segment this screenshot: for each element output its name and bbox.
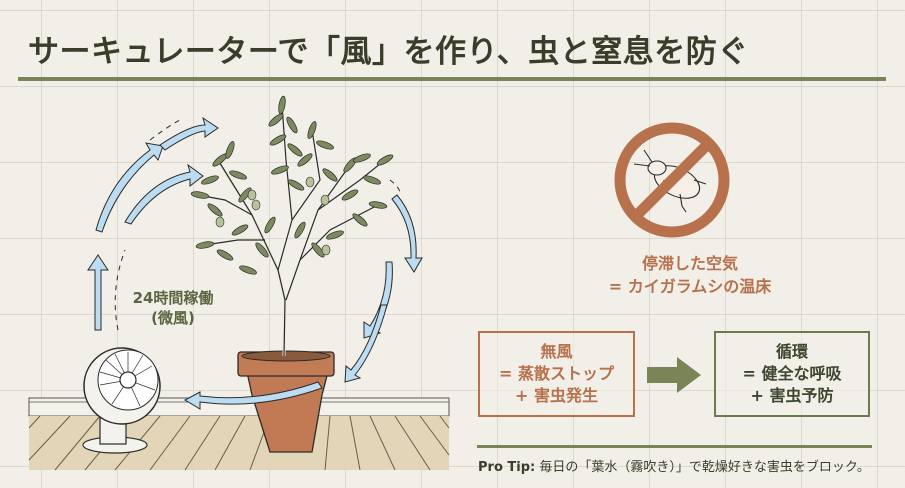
pro-tip-label: Pro Tip: (478, 460, 536, 475)
warning-line2: = カイガラムシの温床 (608, 277, 772, 296)
stagnant-air-warning: 停滞した空気 = カイガラムシの温床 (560, 252, 820, 298)
pro-tip-text: 毎日の「葉水（霧吹き）」で乾燥好きな害虫をブロック。 (535, 460, 870, 475)
bad-line3: + 害虫発生 (515, 386, 598, 405)
tip-divider (477, 445, 872, 448)
olives (215, 176, 331, 256)
dashed-airflow-lines (114, 119, 401, 331)
no-wind-box: 無風 = 蒸散ストップ + 害虫発生 (478, 331, 635, 417)
bad-line2: = 蒸散ストップ (499, 364, 614, 383)
no-bug-icon (614, 122, 730, 238)
good-line2: = 健全な呼吸 (742, 364, 842, 383)
fan-caption: 24時間稼働 (微風) (118, 288, 228, 328)
airflow-arrows (87, 116, 423, 410)
circulator-fan (82, 347, 161, 454)
good-line1: 循環 (775, 342, 808, 361)
pro-tip: Pro Tip: 毎日の「葉水（霧吹き）」で乾燥好きな害虫をブロック。 (478, 456, 870, 475)
title-divider (18, 77, 886, 81)
good-line3: + 害虫予防 (750, 386, 834, 405)
fan-caption-line2: (微風) (151, 309, 195, 327)
page-title: サーキュレーターで「風」を作り、虫と窒息を防ぐ (28, 34, 749, 70)
bad-line1: 無風 (540, 342, 573, 361)
wooden-floor (28, 415, 450, 471)
arrow-right-icon (647, 357, 701, 393)
olive-leaves (190, 95, 394, 275)
circulation-illustration (28, 95, 450, 471)
fan-caption-line1: 24時間稼働 (132, 289, 214, 307)
circulation-box: 循環 = 健全な呼吸 + 害虫予防 (714, 331, 870, 417)
warning-line1: 停滞した空気 (641, 254, 738, 273)
